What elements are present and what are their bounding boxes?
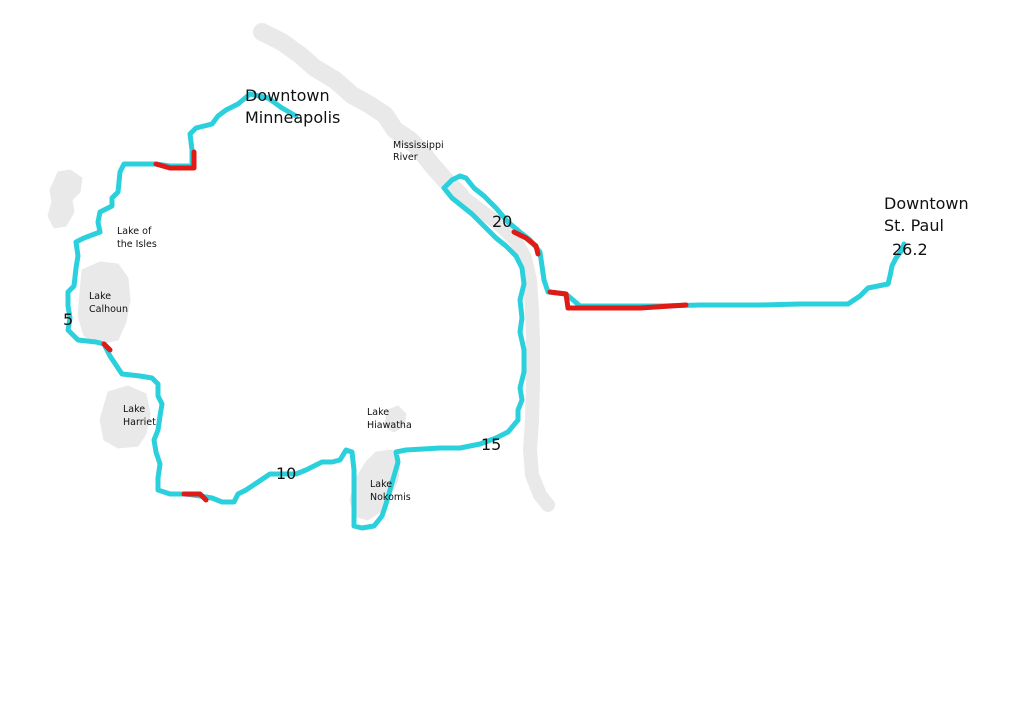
highlight-segment-3: [181, 491, 209, 503]
mile-marker-5: 5: [63, 310, 73, 329]
route-line-main: [65, 91, 907, 531]
highlight-segment-4: [511, 229, 541, 257]
highlight-segment-1: [153, 149, 197, 171]
mississippi-river-lower: [453, 188, 555, 512]
marathon-route: [65, 91, 907, 531]
mississippi-river-label: Mississippi River: [393, 140, 447, 163]
downtown-st-paul-label: Downtown St. Paul: [884, 194, 974, 235]
lake-calhoun-label: Lake Calhoun: [89, 291, 128, 315]
mississippi-river-upper: [253, 23, 469, 204]
water-features: [47, 23, 555, 521]
lake-of-the-isles-label: Lake of the Isles: [117, 226, 157, 250]
mile-marker-10: 10: [276, 464, 296, 483]
lake-of-the-isles-shape: [47, 169, 83, 229]
mile-marker-finish: 26.2: [892, 240, 928, 259]
place-labels: Downtown Minneapolis Downtown St. Paul M…: [89, 86, 974, 503]
mile-markers: 5 10 15 20 26.2: [63, 212, 928, 483]
highlight-segment-2: [101, 341, 113, 353]
mile-marker-20: 20: [492, 212, 512, 231]
highlight-segment-5: [547, 289, 689, 311]
lake-harriet-label: Lake Harriet: [123, 404, 156, 428]
mile-marker-15: 15: [481, 435, 501, 454]
lake-hiawatha-shape: [383, 405, 407, 433]
downtown-minneapolis-label: Downtown Minneapolis: [245, 86, 340, 127]
lake-hiawatha-label: Lake Hiawatha: [367, 407, 412, 431]
lake-calhoun-shape: [77, 261, 131, 345]
lake-nokomis-label: Lake Nokomis: [370, 479, 411, 503]
lake-harriet-shape: [99, 385, 151, 449]
